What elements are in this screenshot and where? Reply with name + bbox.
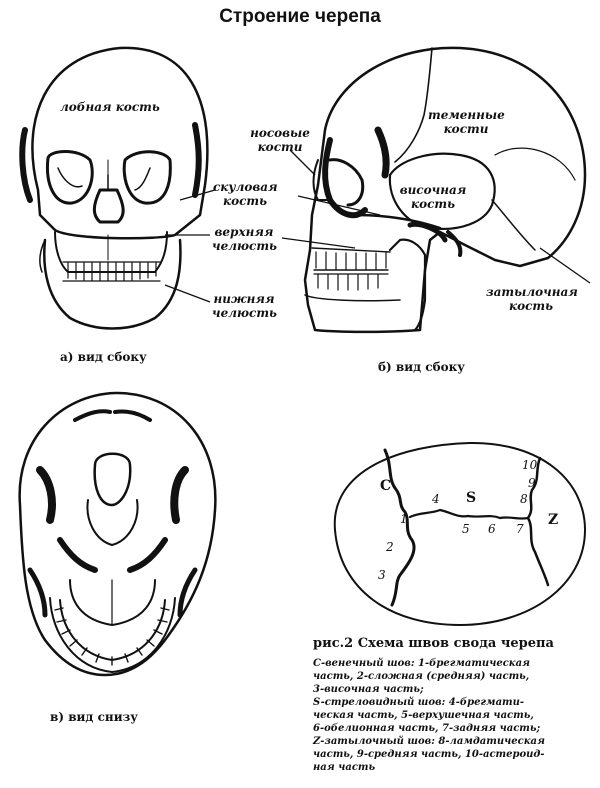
suture-number-2: 2 [386, 540, 394, 554]
caption-bottom-view: в) вид снизу [50, 710, 138, 724]
suture-number-8: 8 [520, 492, 528, 506]
legend-line: 6-обелионная часть, 7-задняя часть; [313, 723, 541, 734]
label-nasal-bones: носовые кости [250, 126, 310, 154]
suture-letter-s: S [466, 490, 477, 506]
suture-number-10: 10 [522, 458, 538, 472]
legend-line: 3-височная часть; [313, 684, 424, 695]
label-frontal-bone: лобная кость [60, 100, 160, 114]
legend-line: ная часть [313, 762, 376, 773]
caption-side-view: б) вид сбоку [378, 360, 465, 374]
suture-letter-c: C [380, 478, 392, 494]
label-zygomatic-bone: скуловая кость [213, 180, 278, 208]
page-title: Строение черепа [219, 6, 381, 27]
suture-number-4: 4 [432, 492, 440, 506]
suture-number-7: 7 [516, 522, 524, 536]
suture-number-9: 9 [528, 476, 536, 490]
legend-line: С-венечный шов: 1-брегматическая [313, 658, 531, 669]
figure-caption: рис.2 Схема швов свода черепа [313, 636, 554, 651]
label-temporal-bone: височная кость [399, 183, 467, 211]
suture-number-3: 3 [378, 568, 386, 582]
label-maxilla: верхняя челюсть [212, 225, 277, 253]
suture-number-6: 6 [488, 522, 496, 536]
suture-number-5: 5 [462, 522, 470, 536]
caption-front-view: а) вид сбоку [60, 350, 147, 364]
legend-line: ческая часть, 5-верхушечная часть, [313, 710, 534, 721]
legend-line: часть, 2-сложная (средняя) часть, [313, 671, 530, 682]
label-occipital-bone: затылочная кость [486, 285, 578, 313]
suture-letter-z: Z [548, 512, 559, 528]
side-skull-drawing [303, 46, 587, 334]
suture-number-1: 1 [400, 512, 408, 526]
front-skull-drawing [19, 46, 209, 330]
label-mandible: нижняя челюсть [212, 292, 277, 320]
suture-diagram [333, 441, 586, 626]
legend-line: S-стреловидный шов: 4-брегмати- [313, 697, 525, 708]
legend-line: часть, 9-средняя часть, 10-астероид- [313, 749, 545, 760]
suture-legend: С-венечный шов: 1-брегматическая часть, … [313, 657, 598, 774]
bottom-skull-drawing [18, 391, 217, 677]
leader-lines [164, 149, 591, 303]
label-parietal-bones: теменные кости [428, 108, 505, 136]
legend-line: Z-затылочный шов: 8-ламдатическая [313, 736, 545, 747]
